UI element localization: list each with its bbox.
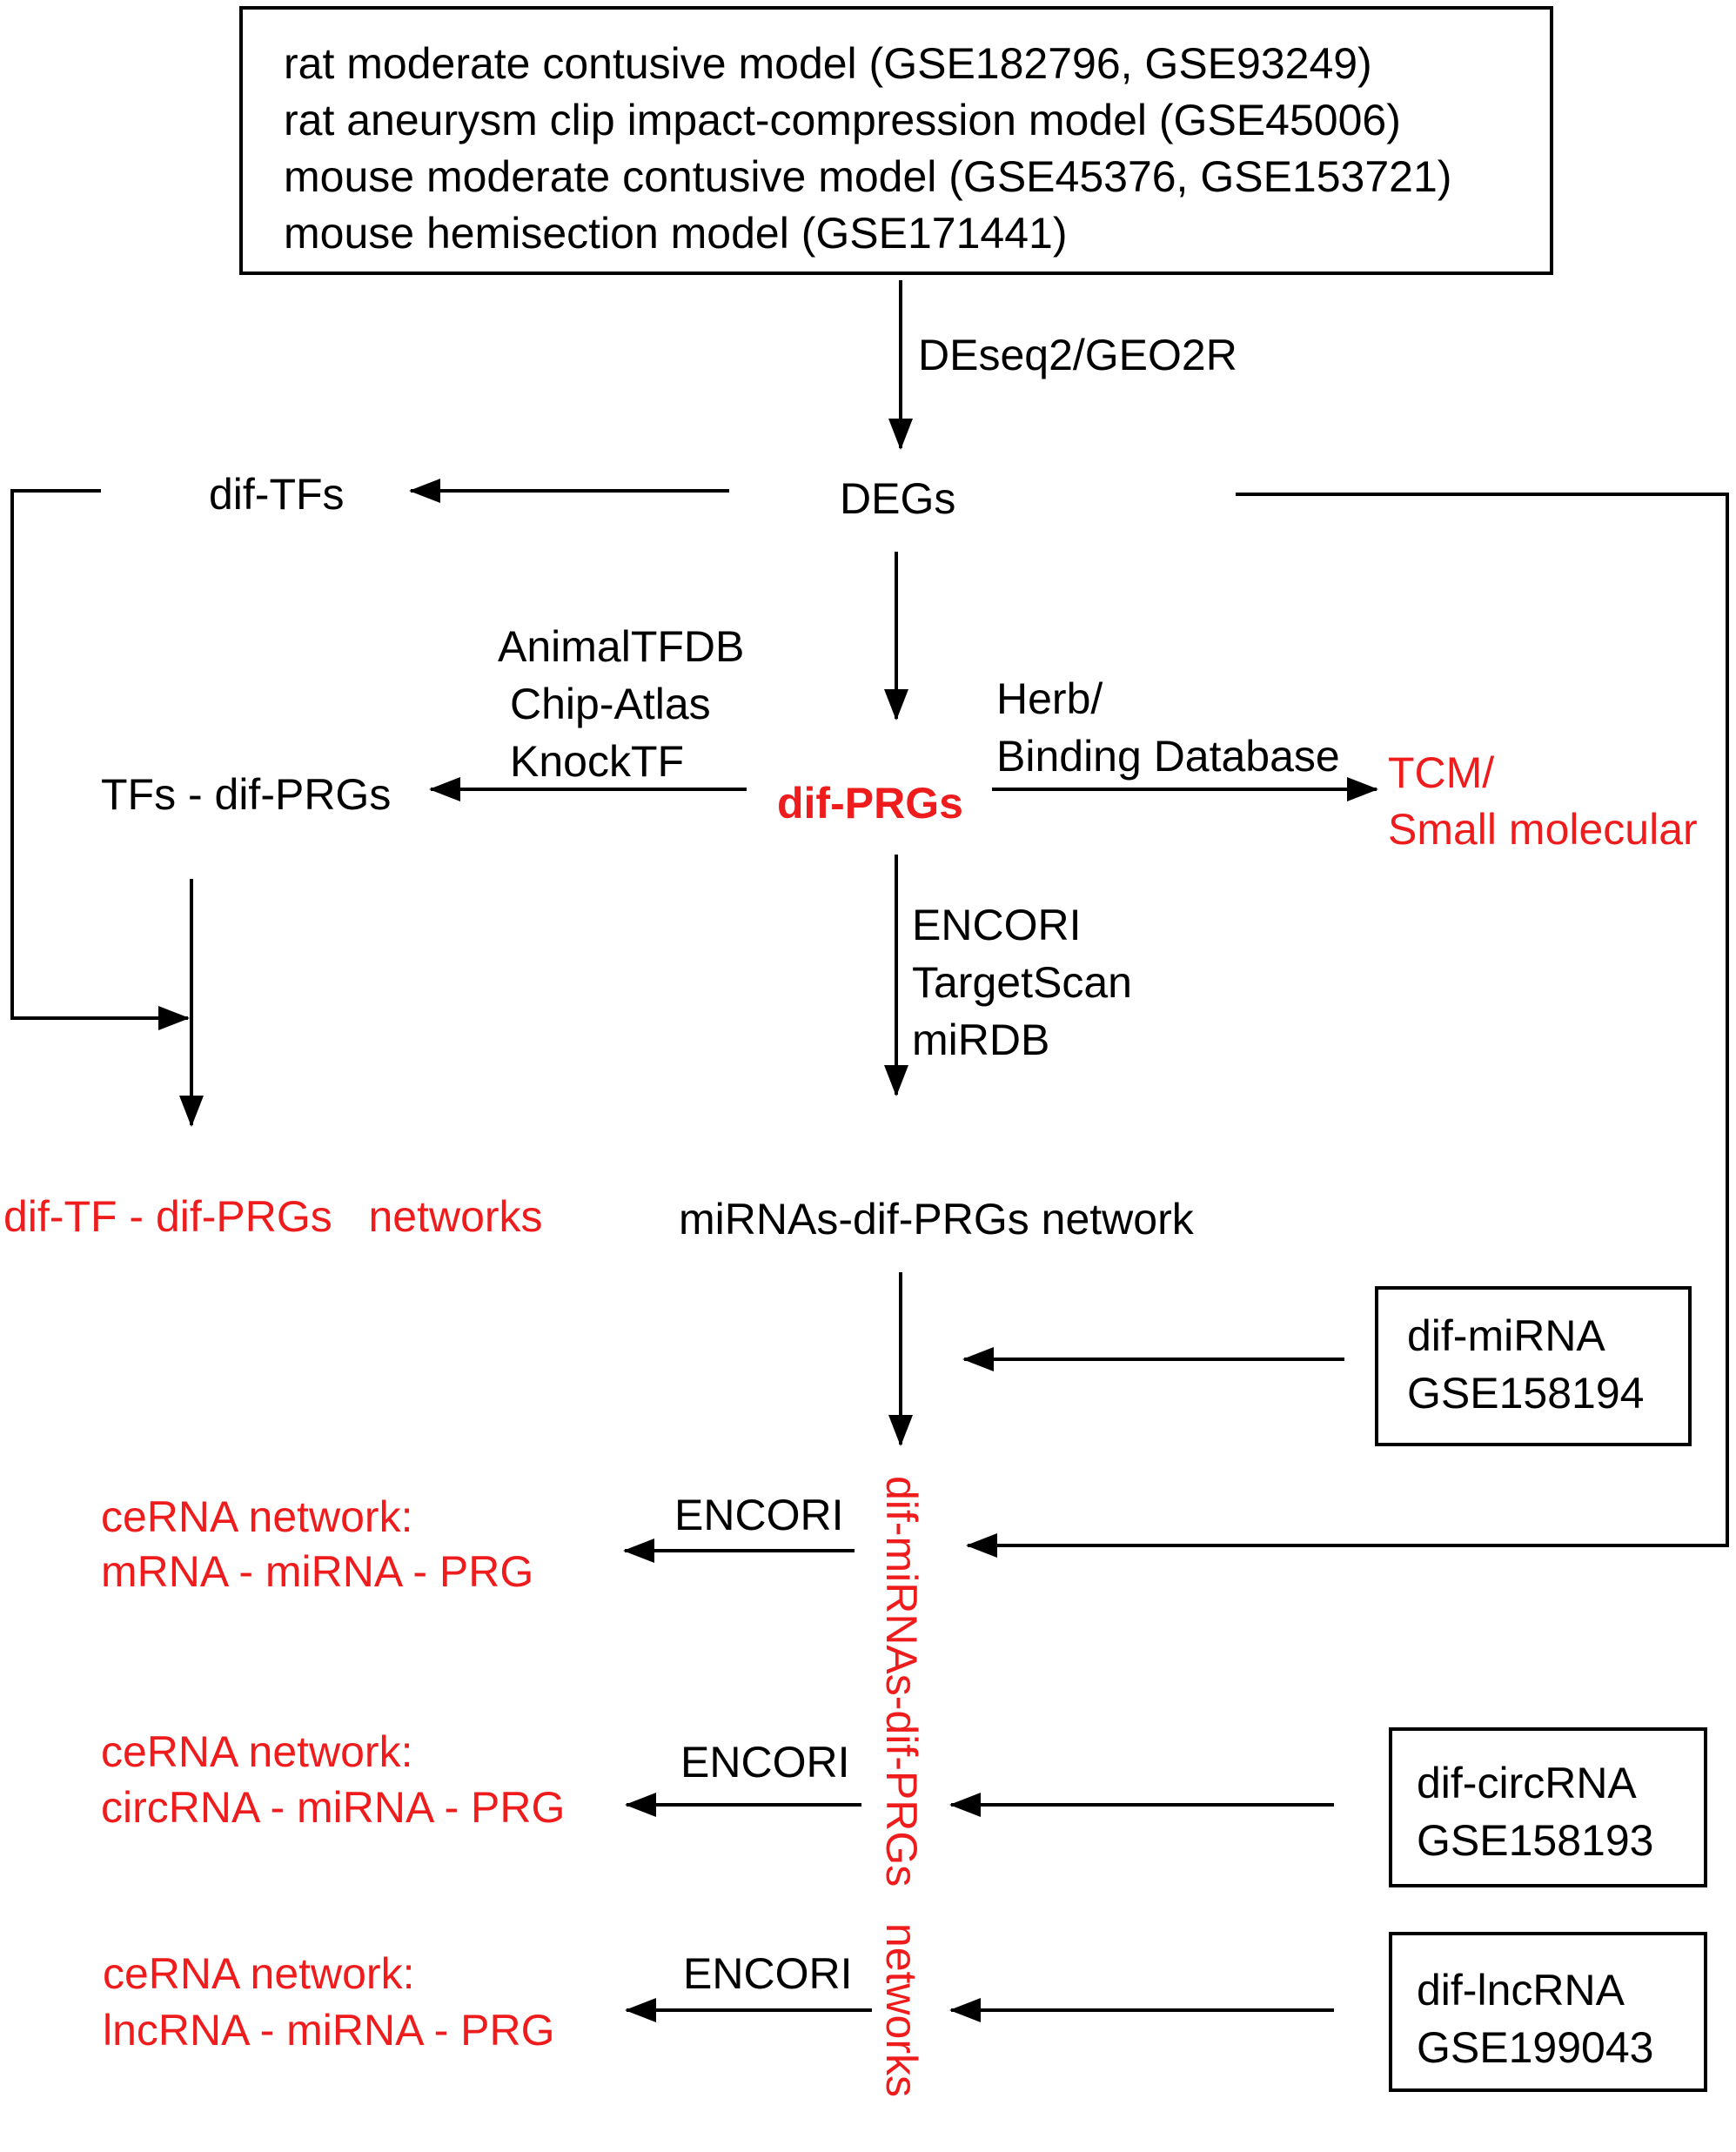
input-circrna-line-2: GSE158193 (1417, 1816, 1653, 1865)
label-encori-2: ENCORI (680, 1738, 849, 1787)
input-lncrna-line-2: GSE199043 (1417, 2023, 1653, 2072)
label-targetscan: TargetScan (912, 958, 1132, 1007)
label-encori-3: ENCORI (683, 1949, 852, 1998)
source-datasets-box (239, 6, 1553, 275)
input-lncrna-line-1: dif-lncRNA (1417, 1966, 1625, 2015)
connector-dif-tfs-left (10, 489, 190, 1030)
node-tcm-line-2: Small molecular (1388, 805, 1698, 854)
node-tcm-line-1: TCM/ (1388, 748, 1494, 797)
node-vertical-network: dif-miRNAs-dif-PRGs networks (877, 1476, 926, 2097)
node-cerna-circ-line-2: circRNA - miRNA - PRG (101, 1783, 565, 1832)
label-deseq: DEseq2/GEO2R (918, 331, 1237, 379)
node-degs: DEGs (840, 474, 955, 523)
node-mirna-network: miRNAs-dif-PRGs network (679, 1195, 1195, 1244)
input-circrna-line-1: dif-circRNA (1417, 1759, 1637, 1807)
input-mirna-line-2: GSE158194 (1407, 1369, 1644, 1418)
input-box-mirna (1375, 1286, 1692, 1446)
source-line-2: rat aneurysm clip impact-compression mod… (284, 96, 1401, 144)
input-mirna-line-1: dif-miRNA (1407, 1311, 1605, 1360)
source-line-3: mouse moderate contusive model (GSE45376… (284, 152, 1451, 201)
label-encori-db: ENCORI (912, 901, 1081, 949)
label-herb: Herb/ (996, 674, 1103, 723)
source-line-4: mouse hemisection model (GSE171441) (284, 209, 1067, 258)
node-cerna-lnc-line-1: ceRNA network: (103, 1949, 414, 1998)
connector-degs-right (966, 493, 1729, 1558)
input-box-circrna (1389, 1727, 1707, 1887)
node-cerna-lnc-line-2: lncRNA - miRNA - PRG (103, 2006, 555, 2055)
source-line-1: rat moderate contusive model (GSE182796,… (284, 39, 1372, 88)
node-tf-network: dif-TF - dif-PRGs networks (3, 1192, 543, 1241)
label-knocktf: KnockTF (510, 737, 684, 786)
label-animaltfdb: AnimalTFDB (498, 622, 744, 671)
node-cerna-circ-line-1: ceRNA network: (101, 1727, 412, 1776)
node-dif-tfs: dif-TFs (209, 470, 345, 519)
label-chip-atlas: Chip-Atlas (510, 680, 711, 728)
input-box-lncrna (1389, 1932, 1707, 2092)
label-binding-database: Binding Database (996, 732, 1340, 781)
node-dif-prgs: dif-PRGs (777, 779, 963, 828)
node-cerna-mrna-line-2: mRNA - miRNA - PRG (101, 1547, 533, 1596)
label-encori-1: ENCORI (674, 1491, 843, 1539)
node-cerna-mrna-line-1: ceRNA network: (101, 1492, 412, 1541)
node-tfs-dif-prgs: TFs - dif-PRGs (101, 770, 391, 819)
label-mirdb: miRDB (912, 1016, 1049, 1064)
